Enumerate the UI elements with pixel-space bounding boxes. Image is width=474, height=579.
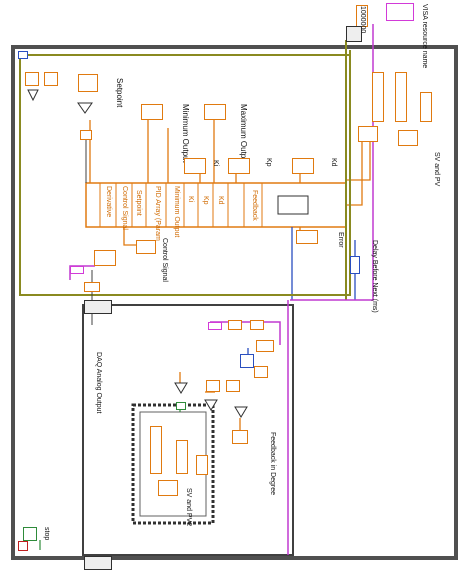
ki-control[interactable] bbox=[184, 158, 206, 174]
serial-config-node[interactable] bbox=[346, 26, 362, 42]
pid-vi-node[interactable] bbox=[277, 195, 309, 215]
ki-label: Ki bbox=[212, 160, 219, 167]
visa-resource-label: VISA resource name bbox=[421, 4, 428, 69]
visa-read-node-1[interactable] bbox=[372, 72, 384, 122]
setpoint-const-2[interactable] bbox=[44, 72, 58, 86]
lower-node-e[interactable] bbox=[240, 354, 254, 368]
const-230[interactable] bbox=[206, 380, 220, 392]
control-signal-label: Control Signal bbox=[161, 238, 168, 282]
setpoint-label: Setpoint bbox=[115, 78, 124, 108]
loop-iteration bbox=[18, 51, 28, 59]
visa-tunnel-2 bbox=[398, 130, 418, 146]
wires-olive bbox=[88, 40, 351, 300]
cluster-feedback: Feedback bbox=[251, 190, 258, 221]
visa-read-node-2[interactable] bbox=[395, 72, 407, 122]
lower-const-c[interactable] bbox=[250, 320, 264, 330]
outer-while-loop bbox=[11, 45, 458, 560]
delay-control[interactable] bbox=[350, 256, 360, 274]
visa-close-node[interactable] bbox=[84, 556, 112, 570]
kd-label: Kd bbox=[330, 158, 337, 167]
sv-pv-label: SV and PV bbox=[433, 152, 440, 187]
visa-read-node-3[interactable] bbox=[420, 92, 432, 122]
setpoint-indicator bbox=[80, 130, 92, 140]
cluster-ki: Ki bbox=[187, 196, 194, 203]
kd-control[interactable] bbox=[292, 158, 314, 174]
delay-label: Delay Before Next (ms) bbox=[371, 240, 378, 313]
feedback-node[interactable] bbox=[232, 430, 248, 444]
minimum-output-control[interactable] bbox=[141, 104, 163, 120]
inner-loop-frame bbox=[82, 304, 294, 556]
error-indicator bbox=[296, 230, 318, 244]
cluster-control-signal: Control Signal bbox=[121, 186, 128, 230]
case-structure bbox=[131, 403, 215, 525]
visa-tunnel-1 bbox=[358, 126, 378, 142]
cluster-kd: Kd bbox=[217, 196, 224, 205]
lower-const-a[interactable] bbox=[208, 322, 222, 330]
setpoint-const-1[interactable] bbox=[25, 72, 39, 86]
control-signal-indicator bbox=[136, 240, 156, 254]
error-label: Error bbox=[337, 232, 344, 248]
pid-cluster-dividers bbox=[99, 183, 263, 227]
cluster-setpoint: Setpoint bbox=[135, 190, 142, 216]
stop-button[interactable] bbox=[23, 527, 37, 541]
baud-rate-const[interactable] bbox=[356, 5, 368, 27]
setpoint-control[interactable] bbox=[78, 74, 98, 92]
lower-node-f[interactable] bbox=[254, 366, 268, 378]
daq-task-const[interactable] bbox=[70, 266, 84, 274]
case-read-node-1[interactable] bbox=[150, 426, 162, 474]
sequence-tunnel bbox=[84, 300, 112, 314]
minimum-output-label: Minimum Output bbox=[181, 104, 190, 163]
feedback-degree-label: Feedback in Degree bbox=[269, 432, 276, 496]
maximum-output-control[interactable] bbox=[204, 104, 226, 120]
compare-nodes bbox=[27, 89, 248, 418]
daq-start-node[interactable] bbox=[84, 282, 100, 292]
stop-label: stop bbox=[43, 527, 50, 541]
cluster-minimum-output: Minimum Output bbox=[173, 186, 180, 238]
maximum-output-label: Maximum Output bbox=[239, 104, 248, 165]
lower-const-b[interactable] bbox=[228, 320, 242, 330]
wires-dark bbox=[85, 140, 93, 325]
cluster-derivative: Derivative bbox=[105, 186, 112, 218]
cluster-pid-array: PID Array (Param bbox=[154, 186, 161, 241]
sv-pv2-label: SV and PV2 bbox=[185, 488, 192, 527]
case-const[interactable] bbox=[196, 455, 208, 475]
const-0[interactable] bbox=[226, 380, 240, 392]
cluster-kp: Kp bbox=[202, 196, 209, 205]
case-tunnel bbox=[158, 480, 178, 496]
lower-node-d[interactable] bbox=[256, 340, 274, 352]
kp-label: Kp bbox=[265, 158, 272, 167]
case-read-node-2[interactable] bbox=[176, 440, 188, 474]
kp-control[interactable] bbox=[228, 158, 250, 174]
stop-terminal bbox=[18, 541, 28, 551]
daq-analog-output-label: DAQ Analog Output bbox=[95, 352, 102, 414]
visa-resource-control[interactable] bbox=[386, 3, 414, 21]
case-selector[interactable] bbox=[176, 402, 186, 410]
daq-write-node[interactable] bbox=[94, 250, 116, 266]
